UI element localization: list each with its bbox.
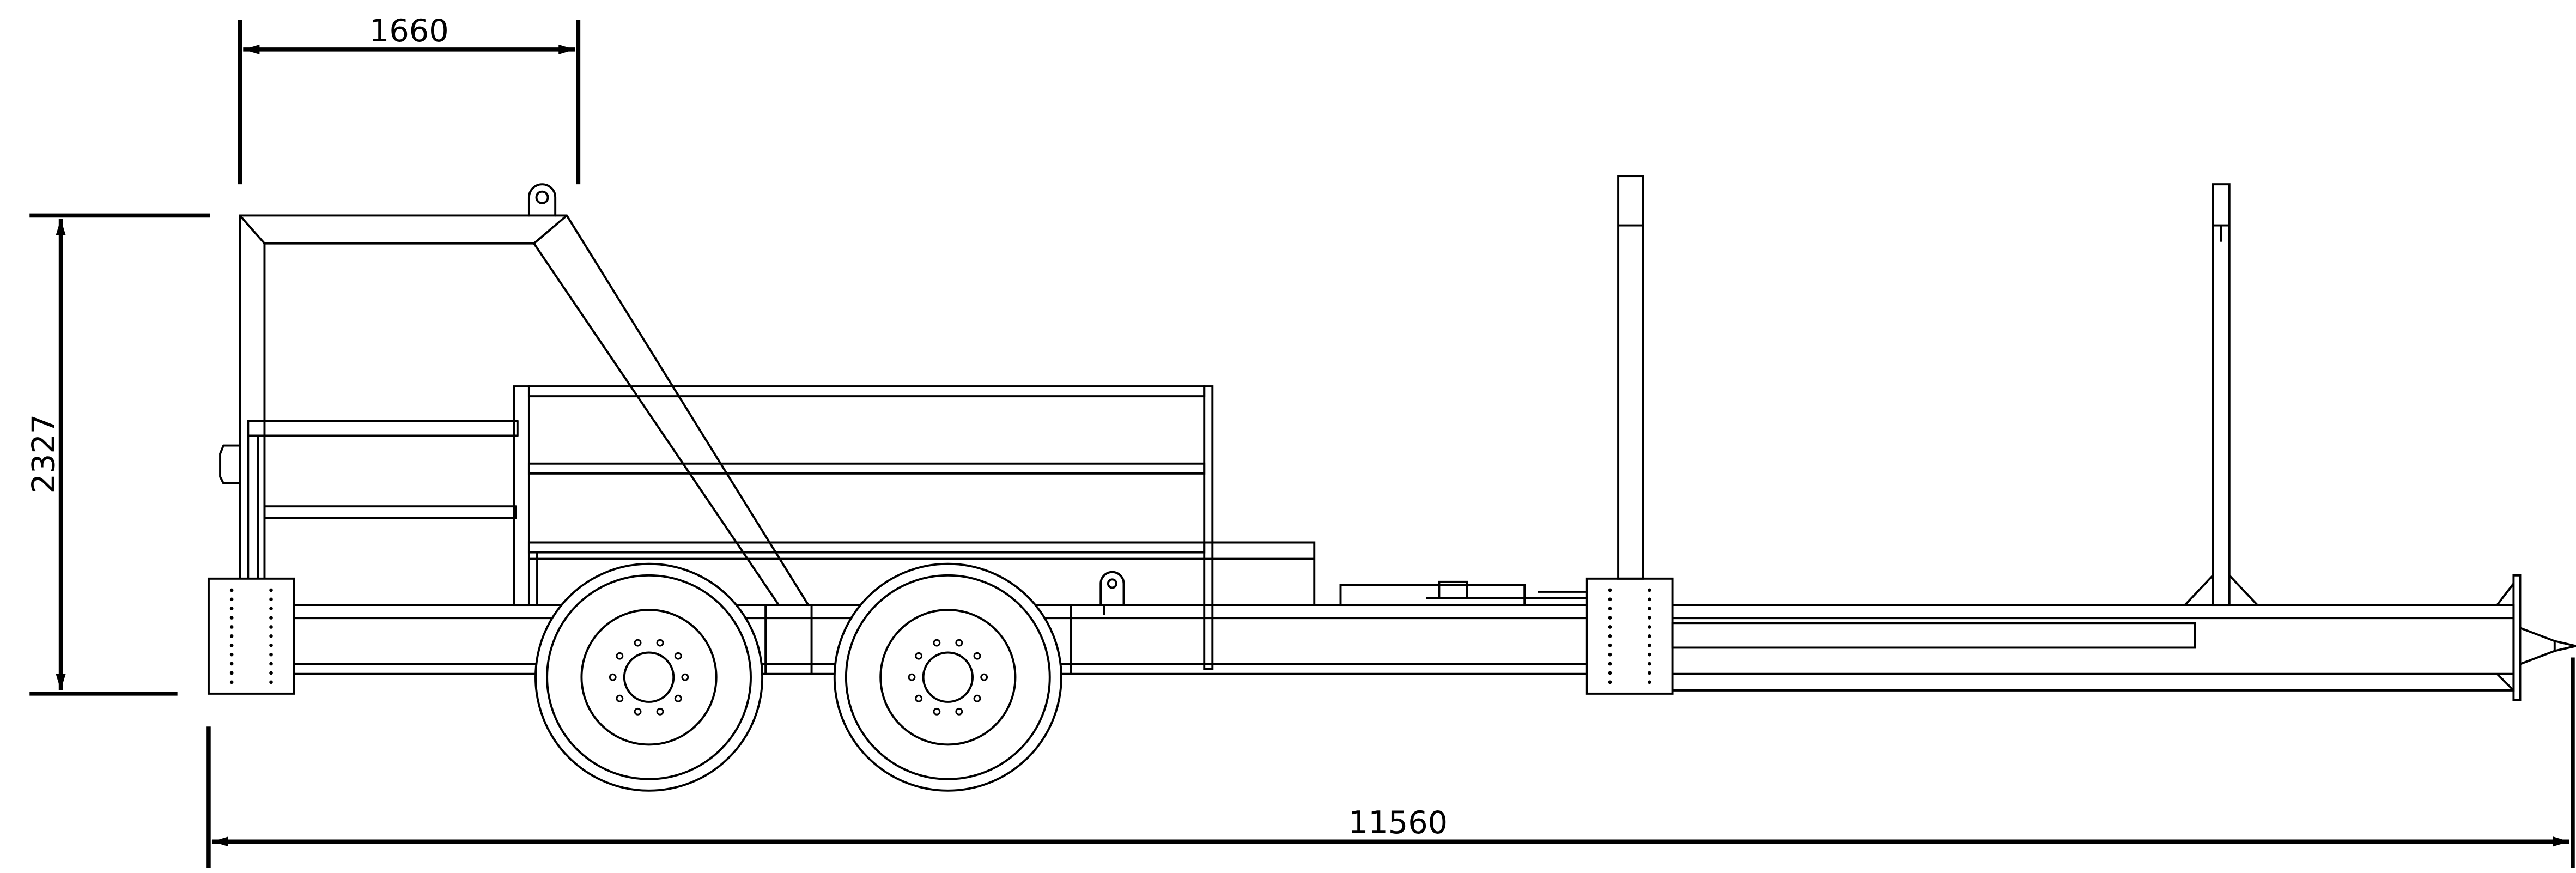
lug-nut	[915, 652, 923, 660]
bolt-dot	[269, 616, 273, 620]
wheel-front	[534, 562, 764, 792]
bolt-dot	[229, 652, 234, 657]
bolt-dot	[269, 652, 273, 657]
lug-nut	[656, 707, 664, 716]
bolt-dot	[1648, 607, 1651, 611]
bolt-dot	[229, 616, 234, 620]
lug-nut	[973, 652, 981, 660]
bolt-dot	[1648, 680, 1651, 684]
lug-nut	[915, 694, 923, 702]
lug-nut	[980, 673, 988, 681]
bolt-dot	[1648, 625, 1651, 629]
dimension-top-width-label: 1660	[369, 13, 449, 49]
bolt-dot	[1608, 588, 1612, 592]
lug-nut	[656, 639, 664, 647]
bolt-dot	[1608, 607, 1612, 611]
bolt-dot	[229, 634, 234, 638]
dimension-height-label: 2327	[26, 414, 62, 494]
lug-nut	[616, 694, 624, 702]
bolt-dot	[1608, 662, 1612, 666]
dimension-top-width: 1660	[238, 13, 581, 185]
bumper-bolts-rear	[1608, 588, 1651, 684]
bolt-dot	[1648, 588, 1651, 592]
bolt-dot	[229, 671, 234, 675]
lug-nut	[616, 652, 624, 660]
front-frame	[219, 183, 810, 610]
lug-nut	[609, 673, 617, 681]
bolt-dot	[229, 662, 234, 666]
bolt-dot	[1608, 680, 1612, 684]
hub	[623, 651, 675, 703]
bolster-stake-front	[1617, 175, 1644, 580]
dimension-height: 2327	[26, 213, 210, 696]
bolt-dot	[269, 671, 273, 675]
lug-nut	[634, 707, 642, 716]
bolt-dot	[1648, 662, 1651, 666]
bolt-dot	[269, 662, 273, 666]
bolt-dot	[269, 634, 273, 638]
lug-nut	[674, 652, 682, 660]
dimension-overall-length: 11560	[206, 657, 2575, 868]
bolt-dot	[269, 643, 273, 647]
lug-nut	[955, 639, 963, 647]
lug-nut	[973, 694, 981, 702]
bolt-dot	[229, 680, 234, 684]
bolt-dot	[1648, 643, 1651, 647]
bolt-dot	[269, 607, 273, 611]
lug-nut	[634, 639, 642, 647]
bolt-dot	[1608, 597, 1612, 602]
bolt-dot	[1648, 597, 1651, 602]
dimension-overall-length-label: 11560	[1348, 804, 1448, 841]
lug-nut	[681, 673, 689, 681]
bolt-dot	[229, 607, 234, 611]
bolt-dot	[269, 625, 273, 629]
bolt-dot	[269, 588, 273, 592]
bolt-dot	[1608, 634, 1612, 638]
toolbox	[1339, 580, 1587, 607]
bolt-dot	[1648, 616, 1651, 620]
bolt-dot	[1608, 643, 1612, 647]
bolt-dot	[229, 643, 234, 647]
bumper-bolts-front	[229, 588, 273, 684]
lug-nut	[908, 673, 916, 681]
lug-nut	[933, 639, 941, 647]
bolt-dot	[229, 597, 234, 602]
bolster-stake-rear	[2184, 183, 2258, 607]
hub	[922, 651, 974, 703]
cargo-box	[513, 385, 1316, 670]
bolt-dot	[269, 680, 273, 684]
bolt-dot	[229, 588, 234, 592]
bolt-dot	[1608, 652, 1612, 657]
jack-leg	[1099, 571, 1125, 615]
bolt-dot	[1648, 634, 1651, 638]
lug-nut	[955, 707, 963, 716]
bolt-dot	[1648, 671, 1651, 675]
bolt-dot	[229, 625, 234, 629]
bolt-dot	[1608, 671, 1612, 675]
lug-nut	[674, 694, 682, 702]
bolt-dot	[1648, 652, 1651, 657]
wheel-rear	[833, 562, 1062, 792]
lug-nut	[933, 707, 941, 716]
bolt-dot	[1608, 616, 1612, 620]
bolt-dot	[269, 597, 273, 602]
bolt-dot	[1608, 625, 1612, 629]
